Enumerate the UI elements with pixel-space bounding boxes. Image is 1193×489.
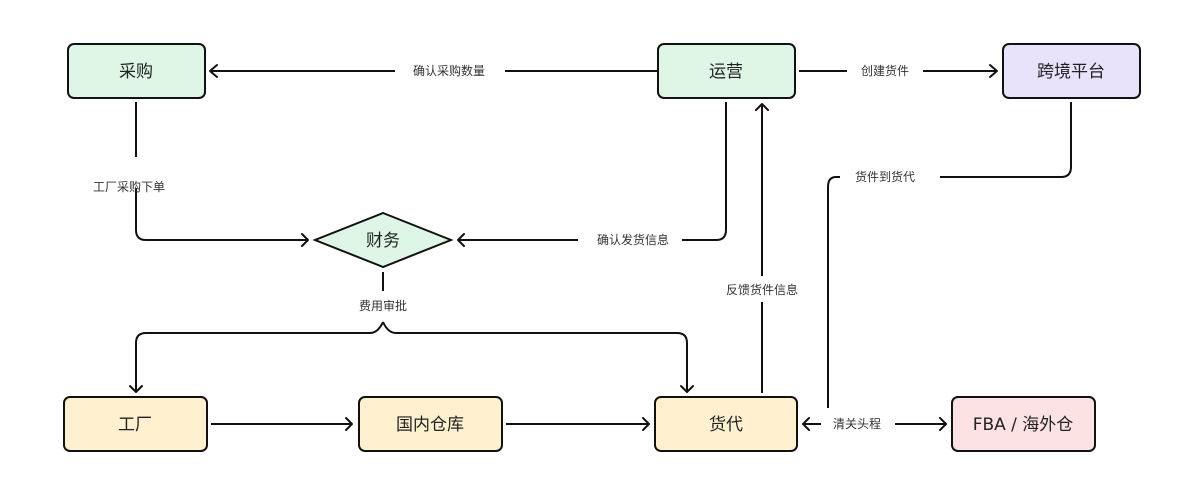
node-freight-forwarder[interactable]: 货代 <box>654 396 798 452</box>
node-label: 工厂 <box>118 415 152 435</box>
edge-label-factory-order: 工厂采购下单 <box>93 179 165 194</box>
edge-label-cost-approval: 费用审批 <box>359 298 407 313</box>
arrow-head-right <box>301 233 309 247</box>
arrow-head-up <box>755 103 769 111</box>
edge-line <box>135 321 384 392</box>
node-box <box>67 43 206 99</box>
node-box <box>657 43 796 99</box>
node-finance[interactable]: 财务 <box>312 211 454 269</box>
node-label: 财务 <box>366 231 400 251</box>
edge-label-create-shipment: 创建货件 <box>861 63 909 78</box>
node-purchasing[interactable]: 采购 <box>67 43 206 99</box>
edge-label-feedback: 反馈货件信息 <box>726 282 798 297</box>
node-label: 采购 <box>119 62 153 82</box>
node-box <box>358 396 503 452</box>
edge-feedback-shipment: 反馈货件信息 <box>710 103 814 393</box>
edge-cost-approval: 费用审批 <box>129 272 694 393</box>
node-diamond <box>312 211 454 269</box>
edge-line <box>135 188 308 241</box>
edge-confirm-ship-info: 确认发货信息 <box>457 102 727 250</box>
arrow-head-left <box>802 417 810 431</box>
edge-warehouse-to-forwarder <box>506 417 650 431</box>
edge-create-shipment: 创建货件 <box>799 61 998 81</box>
edge-customs-first-leg: 清关头程 <box>802 414 947 434</box>
arrow-head-right <box>642 417 650 431</box>
node-factory[interactable]: 工厂 <box>63 396 208 452</box>
arrow-head-down <box>129 385 143 393</box>
edge-line <box>458 102 727 241</box>
arrow-head-left <box>209 64 218 78</box>
arrow-head-left <box>457 233 465 247</box>
arrow-head-right <box>345 417 353 431</box>
edge-shipment-to-forwarder: 货件到货代 <box>827 102 1072 408</box>
node-label: 货代 <box>709 415 743 435</box>
edge-label-confirm-ship: 确认发货信息 <box>597 232 669 247</box>
edge-line <box>827 102 1072 408</box>
node-label: 运营 <box>709 62 743 82</box>
edge-label-shipment-to-forwarder: 货件到货代 <box>855 169 915 184</box>
node-label: 跨境平台 <box>1037 62 1105 82</box>
node-box <box>1002 43 1141 99</box>
node-label: FBA / 海外仓 <box>973 415 1074 435</box>
edge-factory-to-warehouse <box>211 417 353 431</box>
arrow-head-right <box>989 64 998 78</box>
node-label: 国内仓库 <box>396 415 464 435</box>
node-operations[interactable]: 运营 <box>657 43 796 99</box>
node-cross-border-platform[interactable]: 跨境平台 <box>1002 43 1141 99</box>
edge-label-confirm-qty: 确认采购数量 <box>413 63 485 78</box>
edge-confirm-purchase-qty: 确认采购数量 <box>209 61 657 81</box>
edge-factory-order: 工厂采购下单 <box>93 102 309 247</box>
node-box <box>654 396 798 452</box>
edge-line <box>382 321 688 392</box>
arrow-head-down <box>680 385 694 393</box>
node-domestic-warehouse[interactable]: 国内仓库 <box>358 396 503 452</box>
node-fba-overseas-warehouse[interactable]: FBA / 海外仓 <box>951 396 1096 452</box>
arrow-head-right <box>939 417 947 431</box>
node-box <box>63 396 208 452</box>
node-box <box>951 396 1096 452</box>
edge-label-customs: 清关头程 <box>833 416 881 431</box>
